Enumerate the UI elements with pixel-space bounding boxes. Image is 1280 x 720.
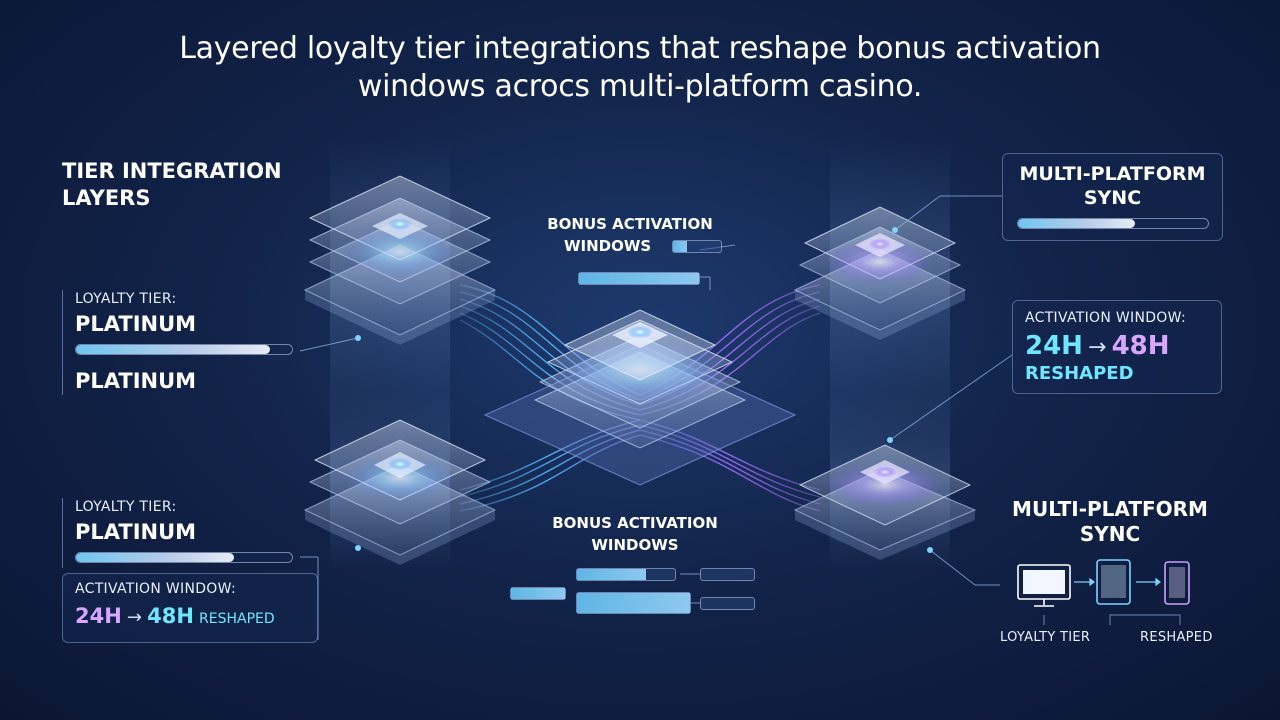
heading-line1: TIER INTEGRATION	[62, 159, 282, 183]
arrow-icon: →	[1088, 335, 1107, 360]
window-status: RESHAPED	[1025, 363, 1134, 384]
multi-platform-sync-panel: MULTI-PLATFORM SYNC	[1002, 153, 1223, 241]
bonus-activation-label-top: BONUS ACTIVATION WINDOWS	[530, 213, 730, 257]
bonus-mini-bar	[576, 568, 676, 581]
bonus-mini-bar	[576, 592, 691, 614]
sync-title-line1: MULTI-PLATFORM	[1019, 163, 1206, 185]
label-line2: WINDOWS	[564, 237, 652, 255]
activation-window-label: ACTIVATION WINDOW:	[75, 581, 236, 597]
loyalty-tier-value-secondary: PLATINUM	[75, 369, 197, 393]
label-line2: WINDOWS	[591, 536, 679, 554]
tier-integration-heading: TIER INTEGRATION LAYERS	[62, 158, 282, 212]
bonus-mini-bar	[672, 240, 722, 253]
layer-stack-center	[483, 309, 797, 486]
device-caption-right: RESHAPED	[1140, 630, 1213, 645]
multi-platform-sync-label-bottom: MULTI-PLATFORM SYNC	[1000, 497, 1220, 547]
label-line2-row: WINDOWS	[530, 235, 730, 257]
loyalty-tier-label: LOYALTY TIER:	[75, 499, 177, 515]
window-to: 48H	[147, 604, 194, 628]
arrow-icon: →	[126, 607, 142, 628]
loyalty-tier-progress	[75, 344, 293, 355]
window-status: RESHAPED	[199, 611, 275, 627]
loyalty-tier-progress-fill	[76, 345, 271, 354]
activation-window-label: ACTIVATION WINDOW:	[1025, 310, 1186, 326]
bonus-activation-label-bottom: BONUS ACTIVATION WINDOWS	[535, 512, 735, 556]
page-title: Layered loyalty tier integrations that r…	[90, 30, 1190, 106]
activation-window-panel-right: ACTIVATION WINDOW: 24H → 48H RESHAPED	[1012, 300, 1222, 394]
activation-window-card-left: ACTIVATION WINDOW: 24H → 48H RESHAPED	[62, 573, 318, 643]
page-title-line2: windows acrocs multi-platform casino.	[357, 69, 923, 104]
tablet-icon	[1096, 559, 1131, 605]
bonus-mini-bar	[578, 272, 700, 285]
loyalty-tier-card-2: LOYALTY TIER: PLATINUM	[62, 498, 302, 568]
label-line1: BONUS ACTIVATION	[547, 215, 713, 233]
device-bracket	[1043, 614, 1181, 625]
activation-window-values: 24H → 48H RESHAPED	[75, 604, 305, 628]
callout-dots	[355, 227, 933, 553]
bonus-mini-bar	[700, 597, 755, 610]
window-to: 48H	[1111, 331, 1170, 361]
monitor-icon	[1017, 564, 1071, 607]
layer-stack-top-left	[303, 175, 497, 345]
bonus-mini-bar	[510, 587, 566, 600]
phone-icon	[1164, 561, 1190, 605]
sync-title-line1: MULTI-PLATFORM	[1012, 497, 1208, 521]
loyalty-tier-progress-fill	[76, 553, 234, 562]
layer-stack-bottom-left	[303, 419, 497, 565]
page-title-line1: Layered loyalty tier integrations that r…	[179, 31, 1101, 66]
heading-line2: LAYERS	[62, 186, 151, 210]
loyalty-tier-label: LOYALTY TIER:	[75, 291, 177, 307]
sync-progress-fill	[1017, 219, 1136, 228]
window-from: 24H	[1025, 331, 1083, 361]
bonus-mini-bar	[700, 568, 755, 581]
window-from: 24H	[75, 604, 122, 628]
loyalty-tier-value: PLATINUM	[75, 312, 197, 336]
sync-title-line2: SYNC	[1079, 522, 1141, 546]
layer-stack-bottom-right	[793, 444, 977, 560]
callout-connectors	[299, 195, 1013, 640]
activation-window-values: 24H → 48H	[1025, 331, 1209, 361]
device-arrows	[1074, 577, 1161, 587]
loyalty-tier-progress	[75, 552, 293, 563]
layer-stack-top-right	[793, 206, 967, 340]
loyalty-tier-card-1: LOYALTY TIER: PLATINUM PLATINUM	[62, 290, 302, 395]
loyalty-tier-value: PLATINUM	[75, 520, 197, 544]
device-caption-left: LOYALTY TIER	[1000, 630, 1091, 645]
sync-title-line2: SYNC	[1083, 187, 1142, 209]
sync-progress	[1016, 218, 1209, 229]
label-line1: BONUS ACTIVATION	[552, 514, 718, 532]
